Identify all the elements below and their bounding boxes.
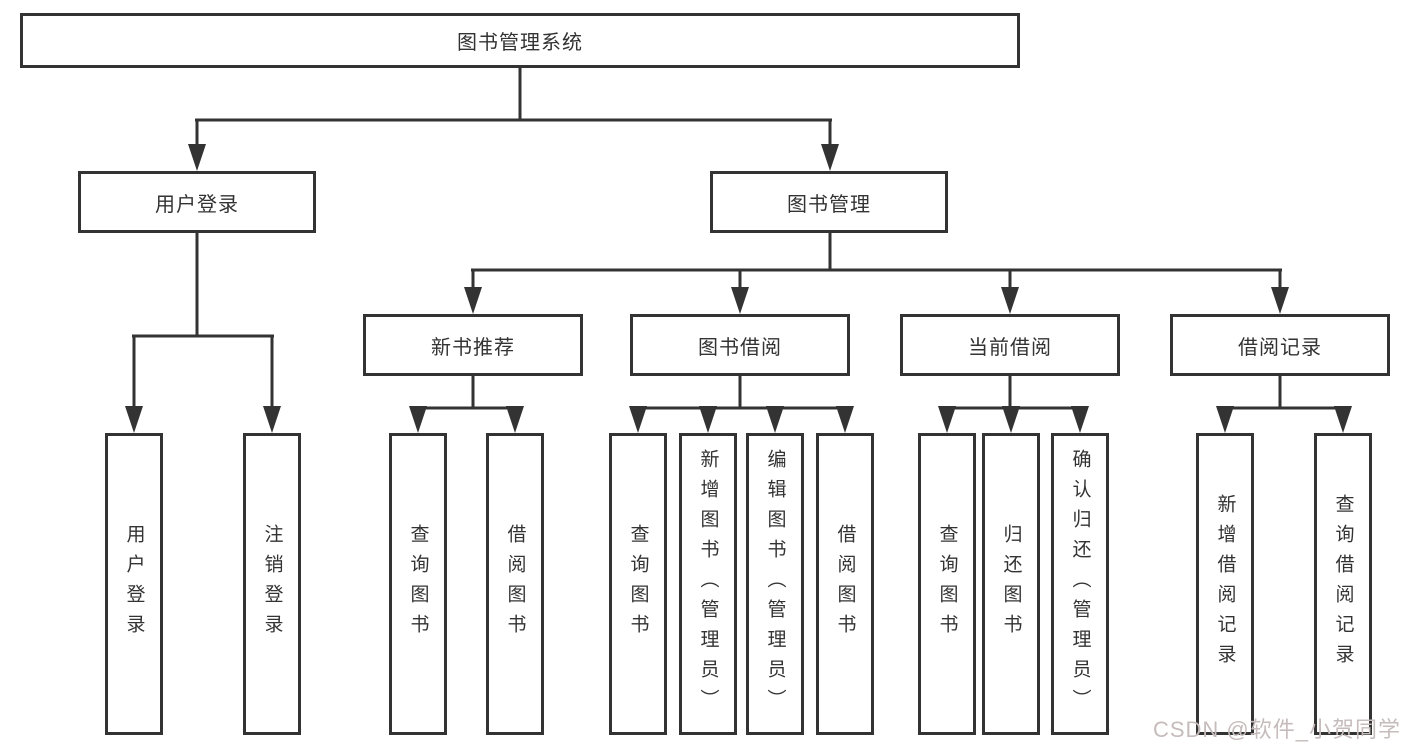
node-book-management: 图书管理 — [710, 171, 948, 233]
leaf-label: 查询图书 — [407, 524, 429, 644]
leaf-label: 查询图书 — [936, 524, 958, 644]
leaf-query-borrow-record: 查询借阅记录 — [1314, 433, 1372, 735]
arrow-icon — [188, 144, 206, 171]
arrow-icon — [1001, 287, 1019, 314]
arrow-icon — [125, 406, 143, 433]
leaf-label: 用户登录 — [123, 524, 145, 644]
arrow-icon — [731, 287, 749, 314]
arrow-icon — [1334, 406, 1352, 433]
arrow-icon — [1071, 406, 1089, 433]
leaf-query-book-current: 查询图书 — [918, 433, 976, 735]
leaf-label: 新增图书（管理员） — [697, 449, 719, 719]
leaf-user-login: 用户登录 — [105, 433, 163, 735]
node-new-book-recommend: 新书推荐 — [363, 314, 583, 376]
leaf-label: 新增借阅记录 — [1214, 494, 1236, 674]
arrow-icon — [766, 406, 784, 433]
arrow-heads — [125, 144, 1352, 433]
arrow-icon — [629, 406, 647, 433]
leaf-logout-login: 注销登录 — [243, 433, 301, 735]
leaf-query-book-borrowing: 查询图书 — [609, 433, 667, 735]
leaf-borrow-book: 借阅图书 — [816, 433, 874, 735]
leaf-label: 确认归还（管理员） — [1069, 449, 1091, 719]
leaf-borrow-book-recommend: 借阅图书 — [486, 433, 544, 735]
leaf-label: 查询借阅记录 — [1332, 494, 1354, 674]
leaf-add-borrow-record: 新增借阅记录 — [1196, 433, 1254, 735]
arrow-icon — [1216, 406, 1234, 433]
arrow-icon — [1271, 287, 1289, 314]
leaf-add-book-admin: 新增图书（管理员） — [679, 433, 737, 735]
arrow-icon — [263, 406, 281, 433]
leaf-label: 借阅图书 — [834, 524, 856, 644]
leaf-label: 注销登录 — [261, 524, 283, 644]
leaf-confirm-return-admin: 确认归还（管理员） — [1051, 433, 1109, 735]
arrow-icon — [938, 406, 956, 433]
leaf-label: 借阅图书 — [504, 524, 526, 644]
leaf-label: 查询图书 — [627, 524, 649, 644]
leaf-return-book: 归还图书 — [982, 433, 1040, 735]
arrow-icon — [836, 406, 854, 433]
leaf-query-book-recommend: 查询图书 — [389, 433, 447, 735]
node-book-borrowing: 图书借阅 — [630, 314, 850, 376]
node-borrow-records: 借阅记录 — [1170, 314, 1390, 376]
leaf-edit-book-admin: 编辑图书（管理员） — [746, 433, 804, 735]
arrow-icon — [821, 144, 839, 171]
leaf-label: 归还图书 — [1000, 524, 1022, 644]
leaf-label: 编辑图书（管理员） — [764, 449, 786, 719]
csdn-watermark: CSDN @软件_小贺同学 — [1152, 717, 1401, 742]
node-library-system: 图书管理系统 — [20, 13, 1020, 68]
arrow-icon — [699, 406, 717, 433]
arrow-icon — [506, 406, 524, 433]
arrow-icon — [1002, 406, 1020, 433]
node-current-borrowing: 当前借阅 — [900, 314, 1120, 376]
arrow-icon — [409, 406, 427, 433]
node-user-login: 用户登录 — [78, 171, 316, 233]
arrow-icon — [464, 287, 482, 314]
